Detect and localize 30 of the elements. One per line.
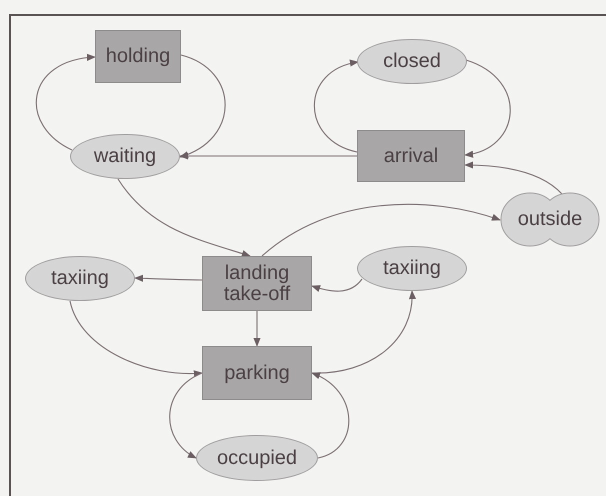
state-ellipse — [357, 246, 467, 291]
state-label: arrival — [384, 146, 438, 166]
state-label: taxiing — [383, 258, 441, 279]
arrow — [36, 54, 96, 150]
arrow — [314, 60, 359, 153]
arrow — [311, 278, 362, 292]
arrow — [118, 178, 251, 258]
state-label: holding — [106, 46, 170, 67]
arrow — [253, 311, 261, 347]
state-label: closed — [383, 51, 441, 72]
state-box — [95, 30, 181, 83]
arrow — [311, 372, 350, 459]
arrow — [464, 60, 511, 157]
arrow — [179, 152, 357, 160]
arrow — [262, 204, 501, 256]
state-label: occupied — [216, 448, 298, 468]
state-label: parking — [224, 362, 290, 384]
state-label: outside — [518, 209, 582, 230]
arrow — [69, 300, 203, 377]
arrow — [179, 54, 226, 158]
state-label: landing take-off — [222, 262, 292, 304]
state-cloud — [500, 192, 600, 247]
state-box — [202, 346, 312, 400]
arrow — [169, 372, 202, 458]
state-label: taxiing — [51, 268, 109, 289]
state-box — [357, 130, 465, 182]
arrow — [464, 162, 562, 194]
state-label: waiting — [94, 146, 156, 167]
state-box — [202, 256, 312, 311]
arrow — [134, 274, 202, 282]
